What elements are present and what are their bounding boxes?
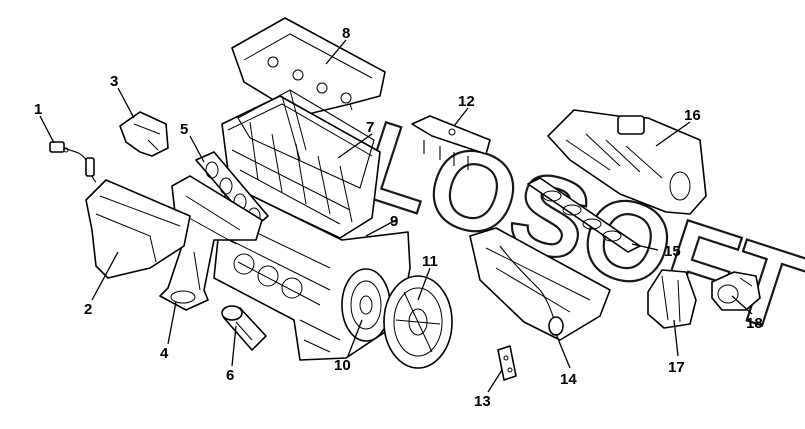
part-clutch-pressure-plate <box>383 275 453 369</box>
callout-2: 2 <box>84 301 92 318</box>
part-intake-manifold <box>547 109 707 215</box>
callout-11: 11 <box>422 253 438 270</box>
callout-1: 1 <box>34 101 42 118</box>
callout-8: 8 <box>342 25 350 42</box>
part-bracket-small <box>497 345 517 381</box>
callout-12: 12 <box>458 93 475 110</box>
part-oil-filter <box>221 305 267 351</box>
leader-lines <box>39 39 753 393</box>
part-engine-mount-left <box>647 269 697 329</box>
callout-14: 14 <box>560 371 577 388</box>
callout-10: 10 <box>334 357 351 374</box>
callout-3: 3 <box>110 73 118 90</box>
callout-5: 5 <box>180 121 188 138</box>
callout-9: 9 <box>390 213 398 230</box>
part-heat-shield <box>85 179 191 279</box>
part-lambda-sensor <box>49 141 97 183</box>
callout-7: 7 <box>366 119 374 136</box>
part-cam-cover <box>231 17 386 125</box>
part-cylinder-head <box>221 89 381 239</box>
part-ignition-coil <box>411 115 491 170</box>
callout-6: 6 <box>226 367 234 384</box>
callout-13: 13 <box>474 393 491 410</box>
callout-17: 17 <box>668 359 685 376</box>
callout-15: 15 <box>664 243 681 260</box>
part-oil-sump <box>469 227 611 341</box>
callout-labels: 1 2 3 4 5 6 7 8 9 10 11 12 13 14 15 16 1… <box>34 25 763 410</box>
callout-16: 16 <box>684 107 701 124</box>
callout-18: 18 <box>746 315 763 332</box>
part-thermostat-housing <box>119 111 169 157</box>
part-clutch-disc <box>341 268 391 342</box>
callout-4: 4 <box>160 345 169 362</box>
part-engine-mount-right <box>711 271 761 311</box>
